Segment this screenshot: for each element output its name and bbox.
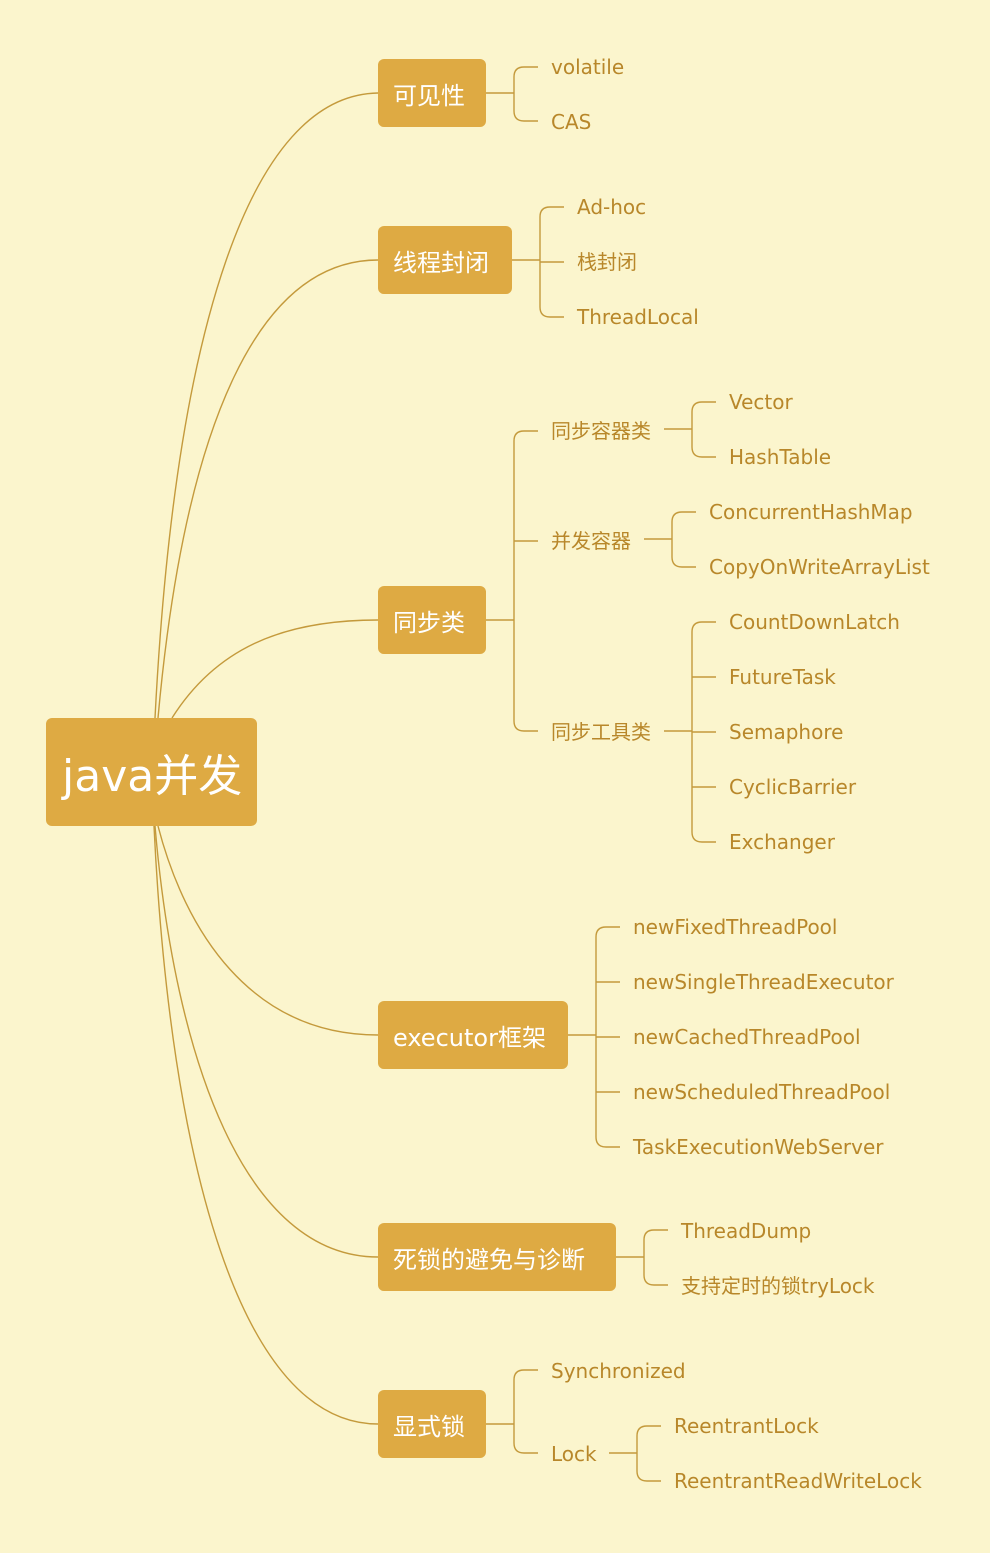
branch-label: 线程封闭 [393, 248, 489, 277]
leaf-semaphore: Semaphore [729, 720, 844, 744]
branch-label: executor框架 [393, 1023, 546, 1052]
bracket-sync-containers-spine [691, 401, 716, 458]
bracket-concurrent-containers-spine [671, 511, 696, 568]
leaf-newcachedthreadpool: newCachedThreadPool [633, 1025, 861, 1049]
leaf-cyclicbarrier: CyclicBarrier [729, 775, 857, 799]
leaf-volatile: volatile [551, 55, 625, 79]
root-node: java并发 [46, 718, 257, 826]
subnode-sync-tools: 同步工具类 [551, 720, 651, 744]
branch-label: 死锁的避免与诊断 [393, 1245, 585, 1274]
connector-root-deadlock [154, 825, 379, 1258]
connector-root-sync [171, 619, 379, 719]
leaf-concurrenthashmap: ConcurrentHashMap [709, 500, 913, 524]
leaf-taskexecutionwebserver: TaskExecutionWebServer [633, 1135, 884, 1159]
branch-label: 同步类 [393, 608, 465, 637]
subnode-lock: Lock [551, 1442, 597, 1466]
leaf-newfixedthreadpool: newFixedThreadPool [633, 915, 838, 939]
branch-deadlock: 死锁的避免与诊断 [378, 1223, 616, 1291]
leaf-trylock: 支持定时的锁tryLock [681, 1274, 875, 1298]
leaf-reentrantlock: ReentrantLock [674, 1414, 819, 1438]
root-label: java并发 [62, 751, 243, 802]
bracket-lock-spine [636, 1425, 661, 1482]
leaf-newscheduledthreadpool: newScheduledThreadPool [633, 1080, 891, 1104]
branch-label: 显式锁 [393, 1412, 465, 1441]
connector-root-executor [157, 825, 379, 1036]
connector-root-visibility [154, 92, 379, 719]
branch-sync-classes: 同步类 [378, 586, 486, 654]
leaf-newsinglethreadexecutor: newSingleThreadExecutor [633, 970, 894, 994]
leaf-threaddump: ThreadDump [681, 1219, 812, 1243]
leaf-futuretask: FutureTask [729, 665, 836, 689]
bracket-visibility-spine [513, 66, 538, 122]
leaf-synchronized: Synchronized [551, 1359, 686, 1383]
subnode-concurrent-containers: 并发容器 [551, 529, 631, 553]
bracket-deadlock-spine [643, 1229, 668, 1286]
leaf-stack-confinement: 栈封闭 [577, 250, 637, 274]
leaf-hashtable: HashTable [729, 445, 832, 469]
leaf-threadlocal: ThreadLocal [577, 305, 699, 329]
branch-label: 可见性 [393, 81, 465, 110]
bracket-sync-spine [513, 430, 538, 732]
branch-executor-framework: executor框架 [378, 1001, 568, 1069]
branch-explicit-locks: 显式锁 [378, 1390, 486, 1458]
leaf-copyonwritearraylist: CopyOnWriteArrayList [709, 555, 930, 579]
connector-root-locks [153, 825, 379, 1425]
branch-thread-confinement: 线程封闭 [378, 226, 512, 294]
leaf-exchanger: Exchanger [729, 830, 835, 854]
connector-root-confinement [157, 259, 379, 719]
subnode-sync-containers: 同步容器类 [551, 419, 651, 443]
bracket-locks-spine [513, 1369, 538, 1454]
leaf-reentrantreadwritelock: ReentrantReadWriteLock [674, 1469, 922, 1493]
leaf-countdownlatch: CountDownLatch [729, 610, 900, 634]
leaf-vector: Vector [729, 390, 793, 414]
leaf-ad-hoc: Ad-hoc [577, 195, 647, 219]
leaf-cas: CAS [551, 110, 592, 134]
branch-visibility: 可见性 [378, 59, 486, 127]
